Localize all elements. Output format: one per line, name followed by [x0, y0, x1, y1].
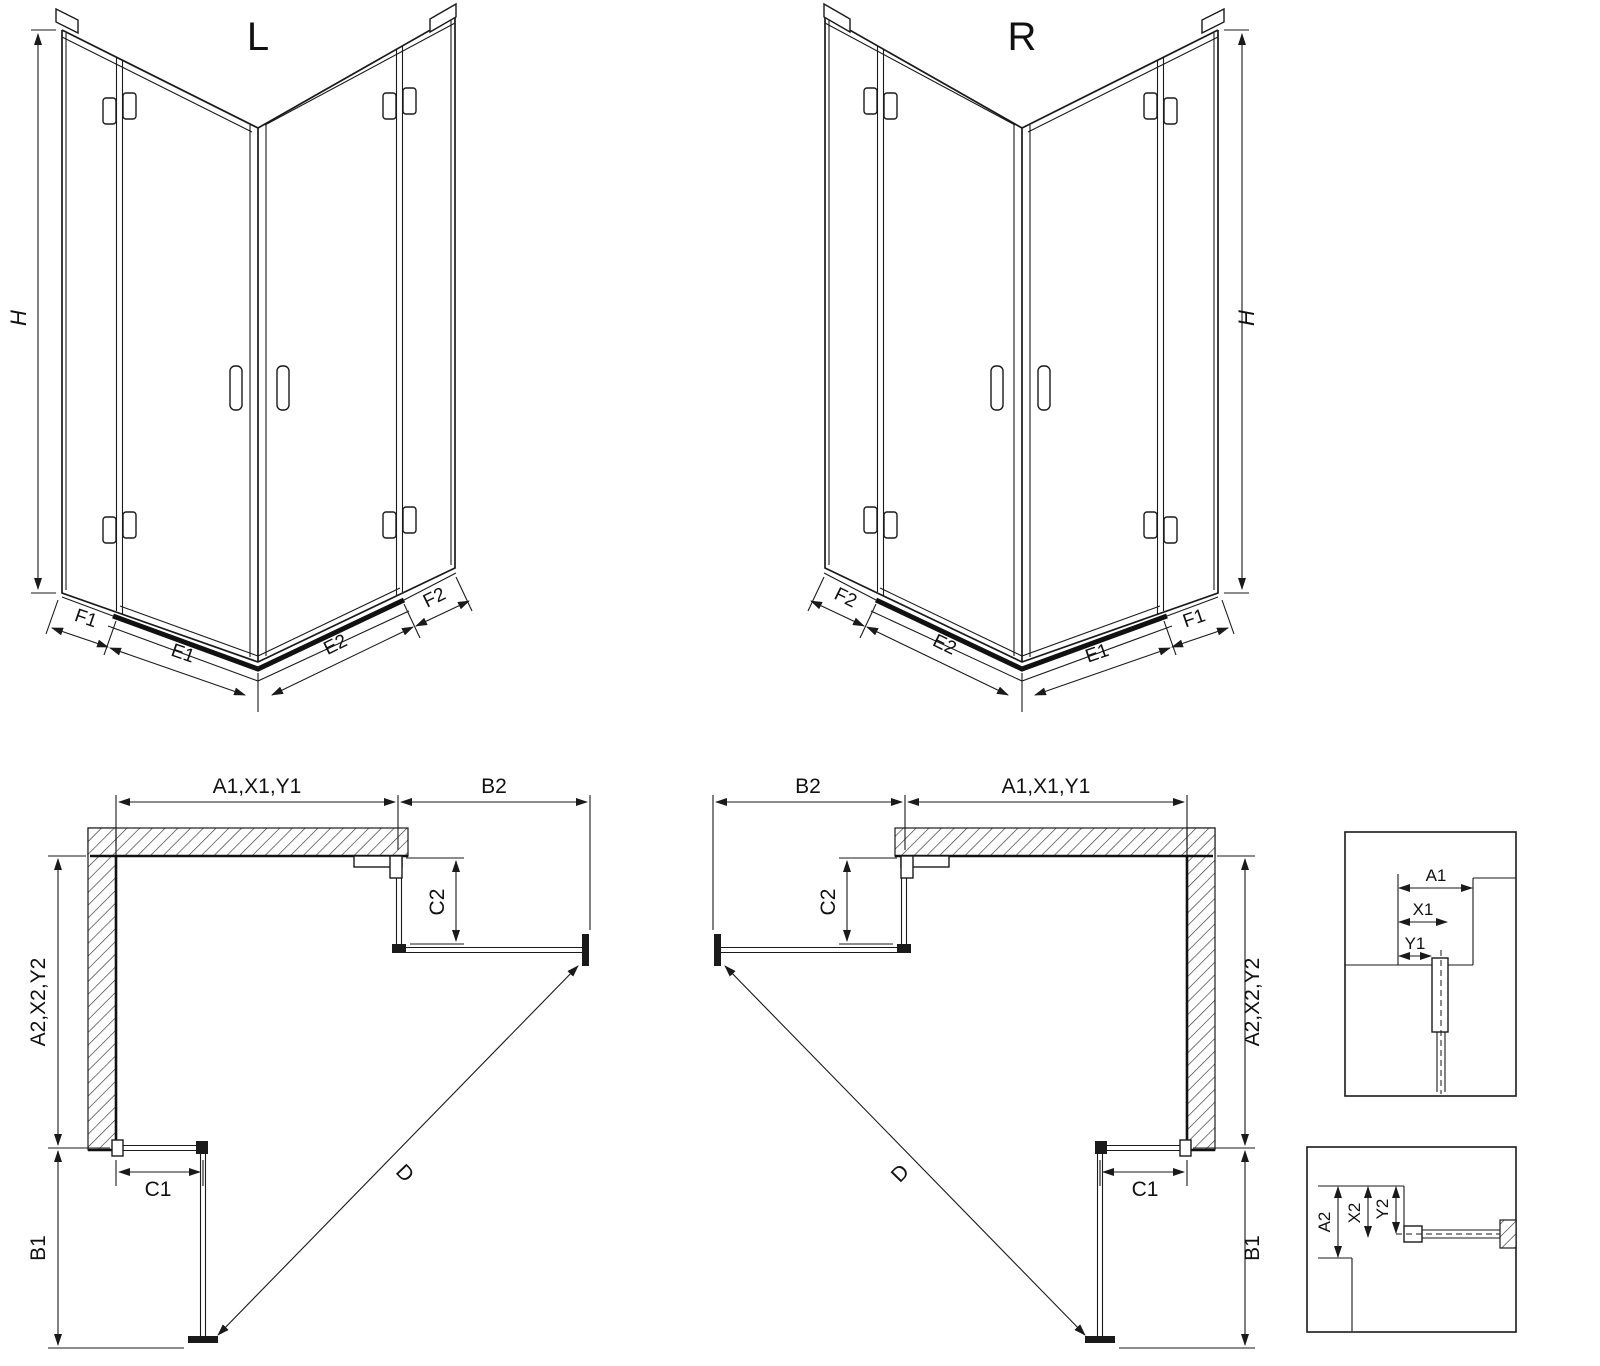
dim-label-c2: C2 — [817, 889, 840, 916]
dim-label-b1: B1 — [27, 1235, 50, 1261]
fixed-glass-c2 — [395, 878, 403, 944]
door-handles — [229, 365, 290, 411]
dimensions: H F1 E1 E2 F2 — [807, 29, 1259, 712]
glass-bottom-edges — [879, 587, 1161, 657]
wall-left — [87, 827, 117, 1151]
dim-label-b2: B2 — [481, 775, 507, 798]
hinges — [863, 87, 1178, 544]
plan-view-right: B2 A1,X1,Y1 C2 A2,X2,Y2 B1 C1 D — [712, 775, 1264, 1349]
hinge-pivot — [392, 944, 406, 953]
wall-top — [87, 827, 409, 857]
glass-panel-section — [1436, 1032, 1446, 1092]
glass-panels-outline — [61, 15, 456, 663]
wall-mount-profile — [111, 1139, 124, 1157]
dim-label-y2: Y2 — [1373, 1199, 1392, 1220]
hinge-pivot — [196, 1141, 208, 1154]
wall-profile-top-right — [429, 2, 457, 34]
wall-mount-profile — [389, 855, 403, 879]
detail-frame — [1344, 831, 1517, 1097]
shower-tray-edge — [874, 597, 1168, 672]
door-end-profile — [714, 934, 721, 966]
wall-reference-lines — [1318, 1185, 1405, 1331]
dimensions: A1 X1 Y1 — [1398, 866, 1473, 960]
door-end-profile — [582, 934, 589, 966]
dim-label-d: D — [887, 1160, 914, 1187]
wall-section-hatched — [1499, 1219, 1517, 1249]
view-label-right: R — [1008, 15, 1037, 59]
hinge-pivot — [897, 944, 911, 953]
glass-bottom-edges — [119, 587, 401, 657]
door-handles — [990, 365, 1051, 411]
wall-mount-profile — [900, 855, 914, 879]
wall-profile-top-left — [55, 7, 79, 35]
dim-label-b2: B2 — [795, 775, 821, 798]
dim-label-x1: X1 — [1413, 900, 1434, 919]
glass-thickness-lines — [824, 19, 1219, 590]
dim-label-a2x2y2: A2,X2,Y2 — [1241, 958, 1264, 1047]
dim-label-a1x1y1: A1,X1,Y1 — [213, 775, 302, 798]
door-end-profile — [188, 1336, 218, 1343]
glass-thickness-lines — [61, 19, 456, 590]
dim-label-c2: C2 — [426, 889, 449, 916]
dim-label-a1x1y1: A1,X1,Y1 — [1002, 775, 1091, 798]
wall-profile-top-left — [823, 2, 851, 34]
dimensions: A1,X1,Y1 B2 C2 A2,X2,Y2 B1 C1 D — [27, 775, 591, 1349]
wall-profile-top-right — [1201, 7, 1225, 35]
wall-mount-profile — [1179, 1139, 1192, 1157]
panel-dividers — [115, 46, 404, 614]
wall-right — [1186, 827, 1216, 1151]
open-door-left — [718, 946, 899, 954]
dim-label-h: H — [1234, 310, 1259, 326]
fixed-glass-c2 — [900, 878, 908, 944]
dim-label-a2: A2 — [1315, 1212, 1334, 1233]
glass-panel-section — [1422, 1229, 1500, 1239]
detail-view-top: A1 X1 Y1 — [1344, 831, 1517, 1097]
panel-dividers — [876, 46, 1165, 614]
open-door-bottom — [1096, 1154, 1104, 1336]
dimensions: B2 A1,X1,Y1 C2 A2,X2,Y2 B1 C1 D — [712, 775, 1264, 1349]
open-door-bottom — [199, 1154, 207, 1336]
door-end-profile — [1085, 1336, 1115, 1343]
hinges — [102, 87, 417, 544]
open-door-right — [404, 946, 585, 954]
dim-label-x2: X2 — [1345, 1203, 1364, 1224]
perspective-view-left: H F1 E1 E2 F2 L — [6, 2, 473, 712]
dim-label-y1: Y1 — [1405, 934, 1426, 953]
dim-label-d: D — [391, 1160, 418, 1187]
perspective-view-right: H F1 E1 E2 F2 R — [807, 2, 1259, 712]
dim-label-a1: A1 — [1426, 866, 1447, 885]
fixed-glass-bottom — [1107, 1144, 1180, 1152]
door-leading-edges — [1013, 124, 1031, 657]
glass-profile — [1431, 957, 1449, 1033]
hinge-pivot — [1095, 1141, 1107, 1154]
dim-label-h: H — [6, 310, 31, 326]
dimensions: A2 X2 Y2 — [1315, 1186, 1400, 1258]
dim-label-a2x2y2: A2,X2,Y2 — [27, 958, 50, 1047]
view-label-left: L — [247, 15, 269, 59]
detail-view-bottom: A2 X2 Y2 — [1306, 1146, 1517, 1333]
fixed-glass-bottom — [123, 1144, 196, 1152]
plan-view-left: A1,X1,Y1 B2 C2 A2,X2,Y2 B1 C1 D — [27, 775, 591, 1349]
shower-tray-edge — [112, 597, 406, 672]
dim-label-b1: B1 — [1241, 1235, 1264, 1261]
glass-panels-outline — [824, 15, 1219, 663]
dim-label-c1: C1 — [1132, 1178, 1159, 1201]
wall-inner-faces — [895, 854, 1215, 1152]
dim-label-f2: F2 — [420, 584, 449, 613]
wall-top — [894, 827, 1216, 857]
dim-label-f2: F2 — [831, 584, 860, 613]
dim-label-c1: C1 — [145, 1178, 172, 1201]
wall-inner-faces — [88, 854, 408, 1152]
door-leading-edges — [249, 124, 267, 657]
